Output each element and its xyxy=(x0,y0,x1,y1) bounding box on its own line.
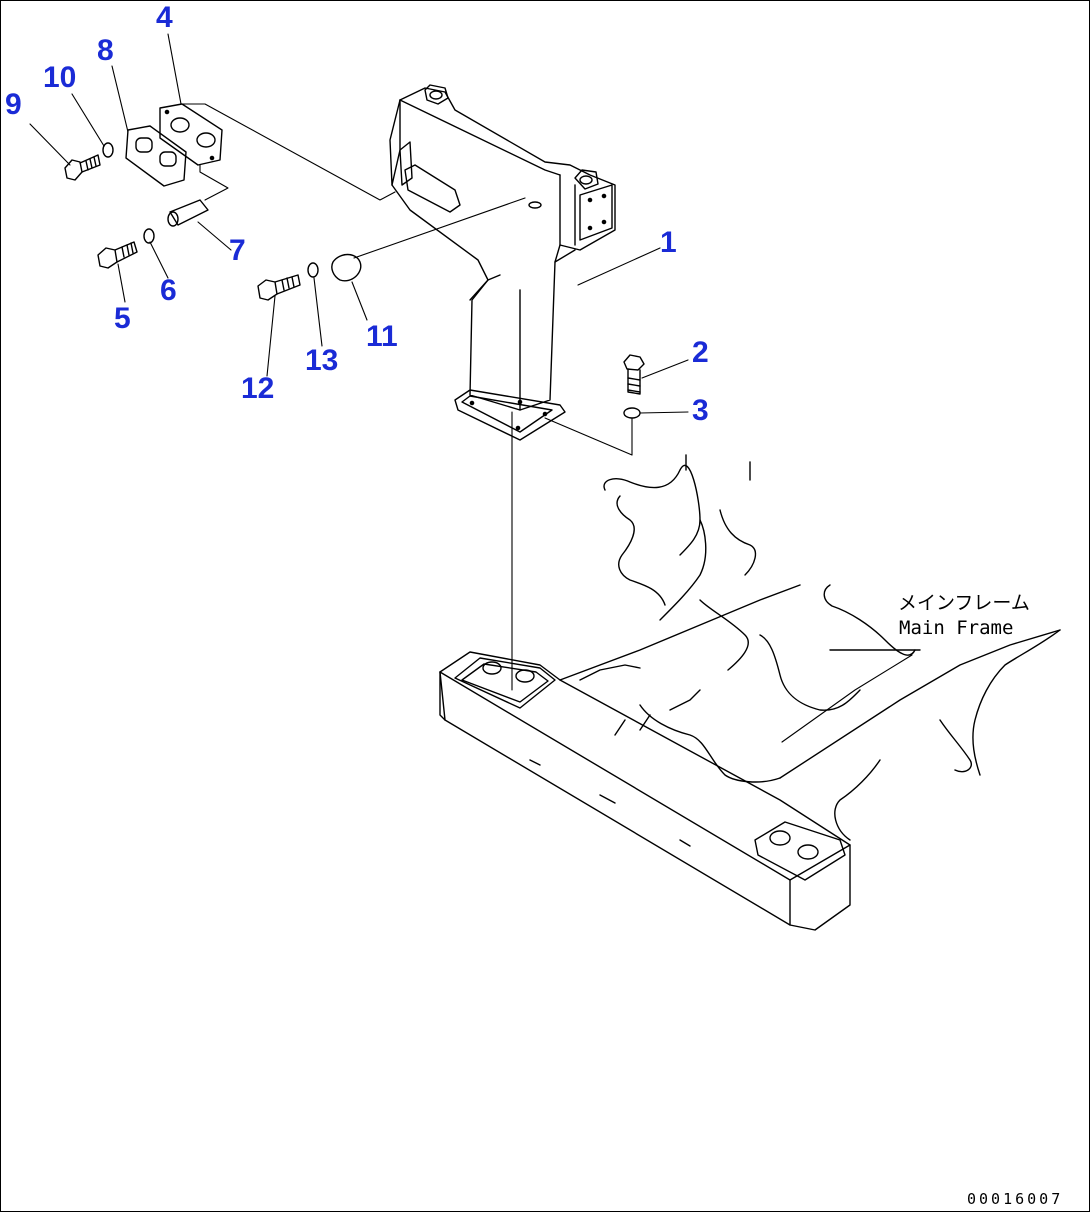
bolt-part-2 xyxy=(623,354,645,395)
callout-12: 12 xyxy=(241,372,275,405)
assembly-lines xyxy=(181,103,633,691)
callout-9: 9 xyxy=(5,88,22,121)
drawing-number: 00016007 xyxy=(967,1190,1064,1208)
washer-part-6 xyxy=(143,228,155,244)
callout-7: 7 xyxy=(229,234,246,267)
main-frame-label-english: Main Frame xyxy=(899,617,1014,639)
callout-3: 3 xyxy=(692,394,709,427)
washer-part-13 xyxy=(307,262,319,278)
pin-part-7 xyxy=(167,199,209,227)
callout-1: 1 xyxy=(660,226,677,259)
bolt-part-5 xyxy=(97,241,138,269)
gasket-part-8 xyxy=(125,125,187,187)
bracket-part-1 xyxy=(389,84,616,441)
washer-part-3 xyxy=(623,407,641,419)
callout-2: 2 xyxy=(692,336,709,369)
callout-11: 11 xyxy=(366,320,398,353)
main-frame-outline xyxy=(559,454,1061,841)
cross-member xyxy=(439,651,851,931)
washer-part-10 xyxy=(102,142,114,158)
main-frame-label-japanese: メインフレーム xyxy=(898,592,1030,614)
bolt-part-9 xyxy=(64,154,101,181)
leader-lines xyxy=(29,33,913,743)
plate-part-4 xyxy=(159,103,223,166)
callout-10: 10 xyxy=(43,61,77,94)
cap-part-11 xyxy=(331,253,362,282)
callout-5: 5 xyxy=(114,302,131,335)
bolt-part-12 xyxy=(257,274,301,301)
callout-13: 13 xyxy=(305,344,339,377)
callout-4: 4 xyxy=(156,1,173,34)
callout-8: 8 xyxy=(97,34,114,67)
callout-6: 6 xyxy=(160,274,177,307)
